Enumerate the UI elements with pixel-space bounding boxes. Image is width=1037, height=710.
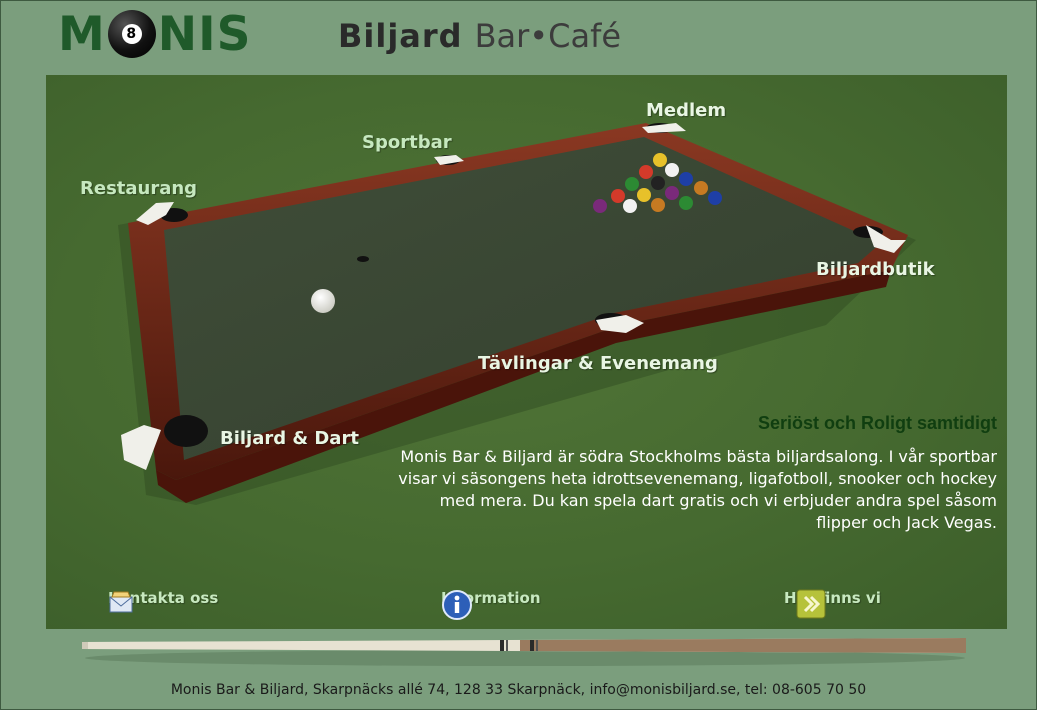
logo-text-left: M: [58, 6, 106, 62]
contact-link[interactable]: Kontakta oss: [108, 589, 219, 613]
pool-table-illustration: [118, 123, 916, 505]
pool-table-stage: Medlem Sportbar Restaurang Biljardbutik …: [46, 75, 1007, 629]
nav-sportbar[interactable]: Sportbar: [362, 132, 452, 153]
logo-ball-number: 8: [121, 24, 142, 44]
tagline: Biljard Bar•Café: [338, 20, 621, 52]
logo-text-right: NIS: [157, 6, 252, 62]
eight-ball-icon: 8: [107, 10, 156, 58]
information-link[interactable]: Information: [441, 589, 541, 620]
contact-label: Kontakta oss: [108, 589, 219, 607]
intro-text: Monis Bar & Biljard är södra Stockholms …: [398, 447, 997, 532]
nav-biljardbutik[interactable]: Biljardbutik: [816, 259, 935, 280]
monis-logo[interactable]: M 8 NIS: [58, 10, 251, 58]
envelope-icon: [109, 591, 133, 613]
nav-medlem[interactable]: Medlem: [646, 100, 727, 121]
nav-restaurang[interactable]: Restaurang: [80, 178, 198, 199]
racked-balls: [593, 153, 722, 213]
cue-ball: [311, 289, 335, 313]
arrow-forward-icon: [796, 589, 826, 619]
nav-biljard-dart[interactable]: Biljard & Dart: [220, 428, 359, 449]
footer-address: Monis Bar & Biljard, Skarpnäcks allé 74,…: [170, 682, 867, 698]
tagline-bold: Biljard: [338, 17, 463, 55]
info-icon: [442, 590, 472, 620]
tagline-light: Bar•Café: [474, 17, 622, 55]
table-felt: [164, 137, 881, 460]
nav-tavlingar-evenemang[interactable]: Tävlingar & Evenemang: [478, 353, 718, 374]
pool-cue-icon: [82, 638, 966, 666]
intro-headline: Seriöst och Roligt samtidigt: [757, 413, 997, 433]
pool-cue-decoration: [80, 636, 970, 668]
location-link[interactable]: Här finns vi: [784, 589, 881, 619]
